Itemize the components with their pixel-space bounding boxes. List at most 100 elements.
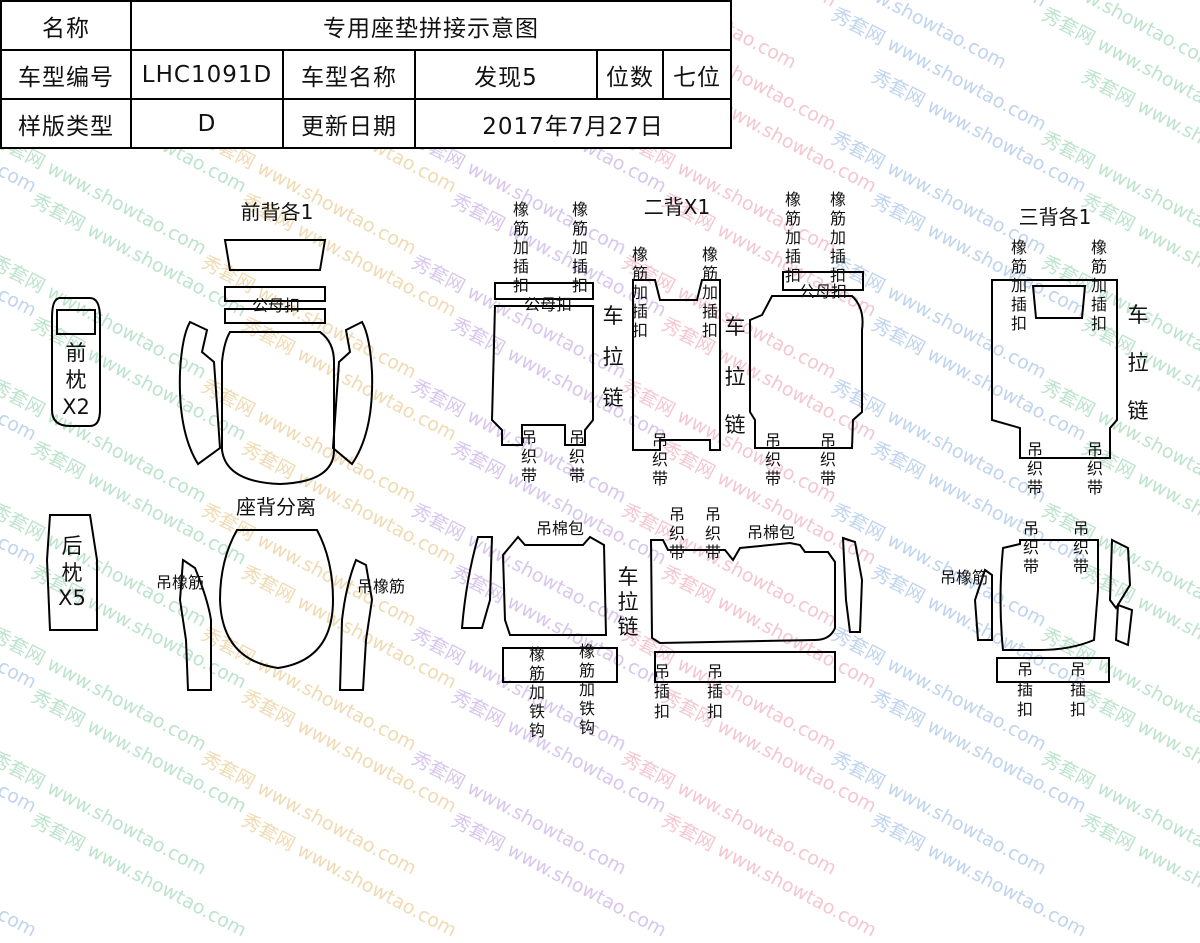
rubber-insert-a-3: 加 [513, 238, 529, 257]
webbing-h-2: 织 [1027, 459, 1043, 478]
zipper-a-1: 车 [603, 304, 624, 328]
rubber-insert-e-3: 加 [785, 228, 801, 247]
rubber-insert-c-4: 插 [632, 302, 648, 321]
rubber-insert-f-2: 筋 [830, 209, 846, 228]
iron-hook-b-3: 加 [579, 680, 595, 699]
hang-insert-c-3: 扣 [1017, 700, 1033, 719]
rubber-insert-h-2: 筋 [1091, 257, 1107, 276]
seats-value: 七位 [662, 49, 732, 100]
front-pillow-char-1: 前 [66, 341, 87, 365]
hang-insert-c-2: 插 [1017, 680, 1033, 699]
webbing-g-2: 织 [705, 524, 721, 543]
watermark-text: 秀套网 www.showtao.com [447, 809, 671, 942]
rubber-insert-g-5: 扣 [1011, 314, 1027, 333]
third-back-pieces [973, 279, 1134, 683]
hang-insert-b-3: 扣 [707, 702, 723, 721]
rubber-insert-f-5: 扣 [830, 266, 846, 285]
rubber-insert-d-3: 加 [702, 283, 718, 302]
webbing-f-3: 带 [669, 543, 685, 562]
hang-insert-d-3: 扣 [1070, 700, 1086, 719]
rubber-insert-c-5: 扣 [632, 321, 648, 340]
rubber-insert-d-4: 插 [702, 302, 718, 321]
rubber-insert-c-2: 筋 [632, 264, 648, 283]
rubber-insert-b-5: 扣 [572, 276, 588, 295]
zipper-d-2: 拉 [1128, 351, 1149, 375]
model-name-value: 发现5 [414, 49, 598, 100]
rubber-insert-d-1: 橡 [702, 245, 718, 264]
rubber-insert-h-1: 橡 [1091, 238, 1107, 257]
zipper-d-1: 车 [1128, 303, 1149, 327]
front-back-title: 前背各1 [241, 200, 314, 224]
hang-insert-b-2: 插 [707, 682, 723, 701]
watermark-text: 秀套网 www.showtao.com [867, 809, 1091, 942]
template-diagram: 前 枕 X2 后 枕 X5 前背各1 公母扣 座背分离 吊橡筋 吊橡筋 二背X1… [45, 190, 1149, 740]
rubber-insert-a-2: 筋 [513, 219, 529, 238]
rear-pillow-piece [45, 514, 98, 631]
webbing-a-2: 织 [521, 447, 537, 466]
iron-hook-b-1: 橡 [579, 642, 595, 661]
second-back-pieces [490, 271, 864, 451]
webbing-i-1: 吊 [1087, 440, 1103, 459]
rubber-insert-e-4: 插 [785, 247, 801, 266]
zipper-b-2: 拉 [725, 365, 746, 389]
model-code-label: 车型编号 [0, 49, 132, 100]
webbing-h-3: 带 [1027, 478, 1043, 497]
watermark-text: 秀套网 www.showtao.com [1077, 809, 1200, 942]
webbing-b-1: 吊 [569, 428, 585, 447]
name-label: 名称 [0, 0, 132, 51]
rubber-insert-e-5: 扣 [785, 266, 801, 285]
webbing-d-3: 带 [765, 469, 781, 488]
front-back-buckle-label: 公母扣 [252, 296, 300, 315]
front-pillow-char-3: X2 [62, 395, 90, 419]
webbing-c-1: 吊 [652, 431, 668, 450]
iron-hook-b-4: 铁 [579, 699, 595, 718]
hang-rubber-right: 吊橡筋 [357, 577, 405, 596]
hang-rubber-left: 吊橡筋 [156, 573, 204, 592]
rubber-insert-c-1: 橡 [632, 245, 648, 264]
hang-insert-d-1: 吊 [1070, 660, 1086, 679]
rubber-insert-h-5: 扣 [1091, 314, 1107, 333]
rubber-insert-h-4: 插 [1091, 295, 1107, 314]
rubber-insert-g-1: 橡 [1011, 238, 1027, 257]
front-back-pieces [178, 239, 374, 486]
seat-back-separate-title: 座背分离 [236, 495, 316, 519]
watermark-text: 秀套网 www.showtao.com [237, 809, 461, 942]
cotton-wrap-a: 吊棉包 [536, 519, 584, 538]
iron-hook-a-4: 铁 [529, 702, 545, 721]
zipper-c-2: 拉 [618, 590, 639, 614]
rubber-insert-d-5: 扣 [702, 321, 718, 340]
rubber-insert-a-4: 插 [513, 257, 529, 276]
webbing-d-2: 织 [765, 450, 781, 469]
front-pillow-char-2: 枕 [66, 368, 87, 392]
webbing-d-1: 吊 [765, 431, 781, 450]
webbing-i-3: 带 [1087, 478, 1103, 497]
rubber-insert-e-2: 筋 [785, 209, 801, 228]
webbing-j-3: 带 [1023, 557, 1039, 576]
rubber-insert-d-2: 筋 [702, 264, 718, 283]
zipper-c-1: 车 [618, 565, 639, 589]
zipper-a-2: 拉 [603, 345, 624, 369]
rubber-insert-a-1: 橡 [513, 200, 529, 219]
webbing-c-3: 带 [652, 469, 668, 488]
webbing-i-2: 织 [1087, 459, 1103, 478]
hang-insert-a-2: 插 [654, 682, 670, 701]
template-type-label: 样版类型 [0, 98, 132, 149]
webbing-e-1: 吊 [820, 431, 836, 450]
webbing-a-1: 吊 [521, 428, 537, 447]
hang-insert-b-1: 吊 [707, 662, 723, 681]
webbing-j-2: 织 [1023, 538, 1039, 557]
cotton-wrap-b: 吊棉包 [747, 523, 795, 542]
rubber-insert-f-3: 加 [830, 228, 846, 247]
second-back-buckle-b: 公母扣 [799, 282, 847, 301]
model-name-label: 车型名称 [282, 49, 416, 100]
third-back-title: 三背各1 [1019, 205, 1092, 229]
watermark-text: 秀套网 www.showtao.com [0, 810, 41, 942]
webbing-j-1: 吊 [1023, 519, 1039, 538]
webbing-b-3: 带 [569, 466, 585, 485]
template-type-value: D [130, 98, 284, 149]
rubber-insert-a-5: 扣 [513, 276, 529, 295]
webbing-f-1: 吊 [669, 505, 685, 524]
hang-insert-a-3: 扣 [654, 702, 670, 721]
rubber-insert-g-3: 加 [1011, 276, 1027, 295]
webbing-k-2: 织 [1073, 538, 1089, 557]
